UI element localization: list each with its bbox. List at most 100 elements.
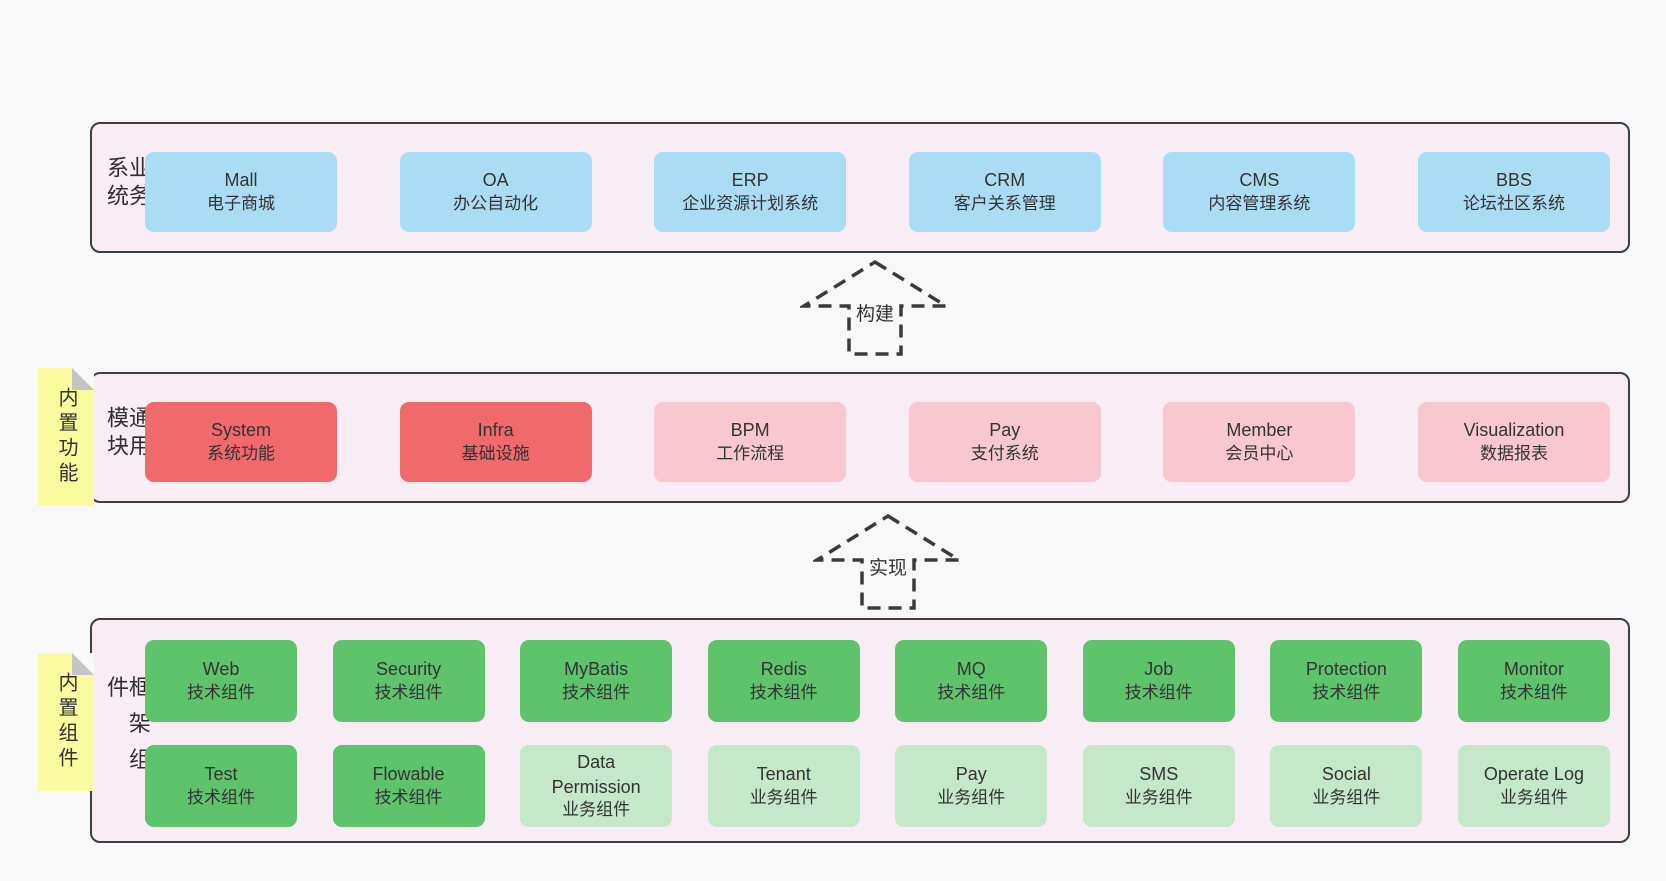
node-subtitle: 业务组件 [562,800,631,820]
sticky-note-builtin-features: 内置功能 [38,368,94,506]
node-web: Web 技术组件 [145,640,297,722]
section-business-label: 业务系统 [104,155,151,212]
components-row-2: Test 技术组件 Flowable 技术组件 Data Permission … [145,745,1610,827]
node-subtitle: 技术组件 [1124,682,1193,702]
sticky-note-builtin-components: 内置组件 [38,653,94,791]
arrow-build: 构建 [800,258,950,358]
node-subtitle: 办公自动化 [453,193,539,213]
sticky-note-label: 内置组件 [55,672,77,772]
section-common-modules: 通用模块 System 系统功能 Infra 基础设施 BPM 工作流程 Pay… [90,372,1630,503]
node-title: Visualization [1463,420,1565,441]
node-subtitle: 支付系统 [970,443,1039,463]
node-pay-module: Pay 支付系统 [908,402,1101,482]
node-title: ERP [731,170,769,191]
node-protection: Protection 技术组件 [1270,640,1423,722]
business-row: Mall 电子商城 OA 办公自动化 ERP 企业资源计划系统 CRM 客户关系… [145,152,1610,232]
arrow-build-label: 构建 [850,298,900,327]
node-mq: MQ 技术组件 [895,640,1048,722]
node-subtitle: 企业资源计划系统 [682,193,819,213]
node-visualization: Visualization 数据报表 [1417,402,1610,482]
node-subtitle: 基础设施 [461,443,530,463]
node-subtitle: 业务组件 [1499,787,1568,807]
node-infra: Infra 基础设施 [399,402,592,482]
node-subtitle: 电子商城 [207,193,275,213]
node-title: MQ [956,659,986,680]
node-mybatis: MyBatis 技术组件 [520,640,673,722]
node-test: Test 技术组件 [145,745,297,827]
node-title: Infra [477,420,514,441]
node-bpm: BPM 工作流程 [654,402,847,482]
node-mall: Mall 电子商城 [145,152,337,232]
node-system: System 系统功能 [145,402,337,482]
node-subtitle: 业务组件 [749,787,818,807]
up-block-arrow-icon [813,513,963,610]
node-subtitle: 系统功能 [207,443,275,463]
arrow-implement: 实现 [813,512,963,612]
node-monitor: Monitor 技术组件 [1457,640,1610,722]
node-title: Job [1144,659,1174,680]
node-title: Web [202,659,240,680]
node-subtitle: 技术组件 [1499,682,1568,702]
node-title: Social [1321,764,1371,785]
node-subtitle: 会员中心 [1225,443,1294,463]
node-sms: SMS 业务组件 [1082,745,1235,827]
node-crm: CRM 客户关系管理 [908,152,1101,232]
node-subtitle: 技术组件 [1312,682,1381,702]
node-subtitle: 技术组件 [187,787,255,807]
node-title: Redis [760,659,807,680]
node-bbs: BBS 论坛社区系统 [1417,152,1610,232]
node-subtitle: 数据报表 [1479,443,1548,463]
node-job: Job 技术组件 [1082,640,1235,722]
node-member: Member 会员中心 [1163,402,1356,482]
modules-row: System 系统功能 Infra 基础设施 BPM 工作流程 Pay 支付系统… [145,402,1610,482]
node-oa: OA 办公自动化 [399,152,592,232]
node-subtitle: 论坛社区系统 [1462,193,1565,213]
node-cms: CMS 内容管理系统 [1163,152,1356,232]
section-components-label: 框架组件 [104,675,151,784]
node-redis: Redis 技术组件 [707,640,860,722]
arrow-implement-label: 实现 [863,552,913,581]
node-title: BBS [1495,170,1532,191]
node-operate-log: Operate Log 业务组件 [1457,745,1610,827]
node-subtitle: 业务组件 [1124,787,1193,807]
node-subtitle: 业务组件 [937,787,1006,807]
node-title: Security [376,659,442,680]
node-subtitle: 技术组件 [187,682,255,702]
node-title: OA [482,170,509,191]
node-title: Monitor [1503,659,1564,680]
node-title: Tenant [756,764,811,785]
node-subtitle: 技术组件 [749,682,818,702]
node-title: Test [204,764,238,785]
node-title: Flowable [372,764,445,785]
node-subtitle: 技术组件 [374,787,443,807]
node-social: Social 业务组件 [1270,745,1423,827]
components-row-1: Web 技术组件 Security 技术组件 MyBatis 技术组件 Redi… [145,640,1610,722]
node-subtitle: 工作流程 [716,443,785,463]
node-title: Data Permission [551,751,641,797]
node-title: CMS [1239,170,1280,191]
node-title: Protection [1305,659,1387,680]
node-title: Pay [989,420,1021,441]
node-title: CRM [984,170,1026,191]
node-flowable: Flowable 技术组件 [332,745,485,827]
node-title: Mall [224,170,258,191]
node-subtitle: 内容管理系统 [1208,193,1311,213]
section-business-systems: 业务系统 Mall 电子商城 OA 办公自动化 ERP 企业资源计划系统 CRM… [90,122,1630,253]
node-title: BPM [730,420,770,441]
node-title: Operate Log [1483,764,1584,785]
node-subtitle: 技术组件 [937,682,1006,702]
node-pay-component: Pay 业务组件 [895,745,1048,827]
section-framework-components: 框架组件 Web 技术组件 Security 技术组件 MyBatis 技术组件… [90,618,1630,843]
section-modules-label: 通用模块 [104,405,151,462]
node-title: Pay [955,764,987,785]
node-data-permission: Data Permission 业务组件 [520,745,673,827]
node-title: System [210,420,271,441]
node-security: Security 技术组件 [332,640,485,722]
node-tenant: Tenant 业务组件 [707,745,860,827]
node-title: SMS [1139,764,1179,785]
node-subtitle: 业务组件 [1312,787,1381,807]
node-title: Member [1226,420,1293,441]
node-subtitle: 技术组件 [562,682,631,702]
up-block-arrow-icon [800,259,950,356]
